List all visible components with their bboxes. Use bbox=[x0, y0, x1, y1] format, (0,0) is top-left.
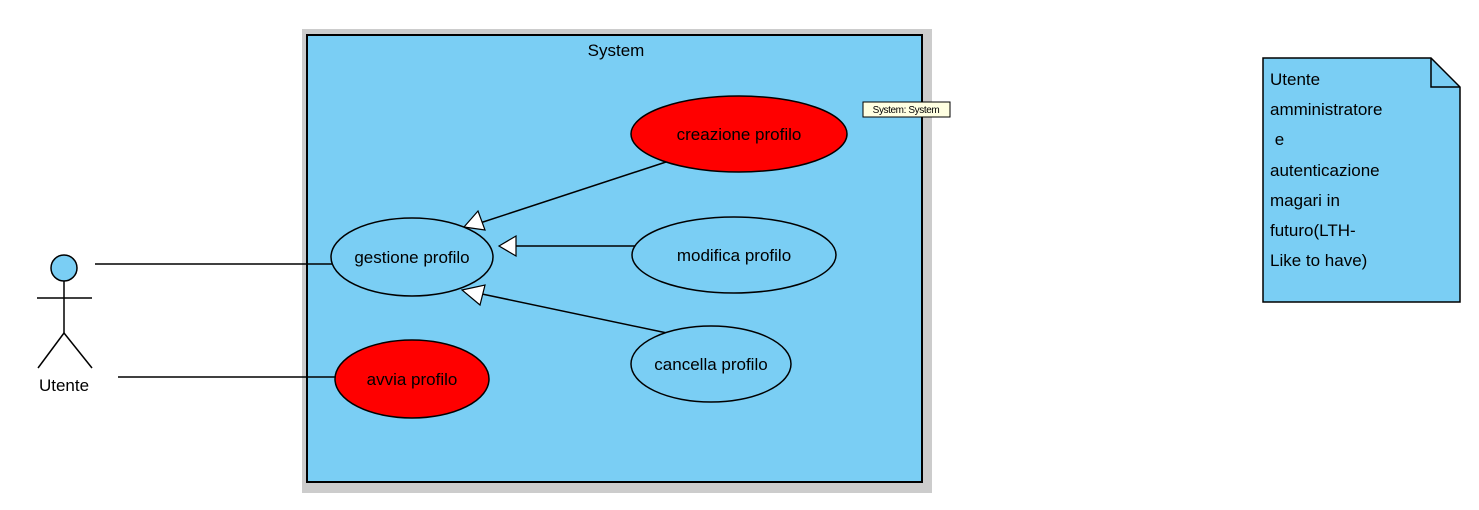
note-shape bbox=[1262, 57, 1461, 303]
note-line: futuro(LTH- bbox=[1270, 221, 1356, 240]
note-text: Utente amministratore e autenticazione m… bbox=[1270, 70, 1382, 270]
use-case-ellipse bbox=[631, 216, 837, 294]
use-case-cancella-profilo[interactable]: cancella profilo bbox=[630, 325, 792, 403]
use-case-ellipse bbox=[334, 339, 490, 419]
actor-right-leg bbox=[63, 332, 93, 369]
use-case-ellipse bbox=[630, 95, 848, 173]
system-tooltip-text: System: System bbox=[873, 105, 940, 116]
generalization-arrowhead-cancella bbox=[460, 284, 486, 307]
use-case-ellipse bbox=[630, 325, 792, 403]
generalization-line-cancella[interactable] bbox=[481, 293, 668, 334]
note[interactable]: Utente amministratore e autenticazione m… bbox=[1262, 57, 1461, 303]
note-line: Like to have) bbox=[1270, 251, 1367, 270]
use-case-label: cancella profilo bbox=[654, 355, 767, 374]
actor-utente[interactable]: Utente bbox=[37, 254, 93, 395]
note-line: Utente bbox=[1270, 70, 1320, 89]
actor-label: Utente bbox=[39, 376, 89, 395]
generalization-arrowhead-modifica bbox=[497, 234, 517, 258]
generalization-line-creazione[interactable] bbox=[479, 161, 667, 224]
note-line: e bbox=[1270, 130, 1284, 149]
note-fold bbox=[1430, 58, 1460, 88]
system-tooltip: System: System bbox=[862, 101, 951, 118]
note-line: amministratore bbox=[1270, 100, 1382, 119]
use-case-label: modifica profilo bbox=[677, 246, 791, 265]
generalization-arrowhead-creazione bbox=[462, 209, 486, 231]
use-case-creazione-profilo[interactable]: creazione profilo bbox=[630, 95, 848, 173]
use-case-gestione-profilo[interactable]: gestione profilo bbox=[330, 217, 494, 297]
use-case-avvia-profilo[interactable]: avvia profilo bbox=[334, 339, 490, 419]
system-title: System bbox=[588, 41, 645, 60]
use-case-label: creazione profilo bbox=[677, 125, 802, 144]
use-case-label: gestione profilo bbox=[354, 248, 469, 267]
system-tooltip-box bbox=[862, 101, 951, 118]
actor-head bbox=[50, 254, 78, 282]
use-case-ellipse bbox=[330, 217, 494, 297]
use-case-modifica-profilo[interactable]: modifica profilo bbox=[631, 216, 837, 294]
actor-left-leg bbox=[37, 332, 65, 369]
note-line: magari in bbox=[1270, 191, 1340, 210]
note-line: autenticazione bbox=[1270, 161, 1380, 180]
use-case-label: avvia profilo bbox=[367, 370, 458, 389]
